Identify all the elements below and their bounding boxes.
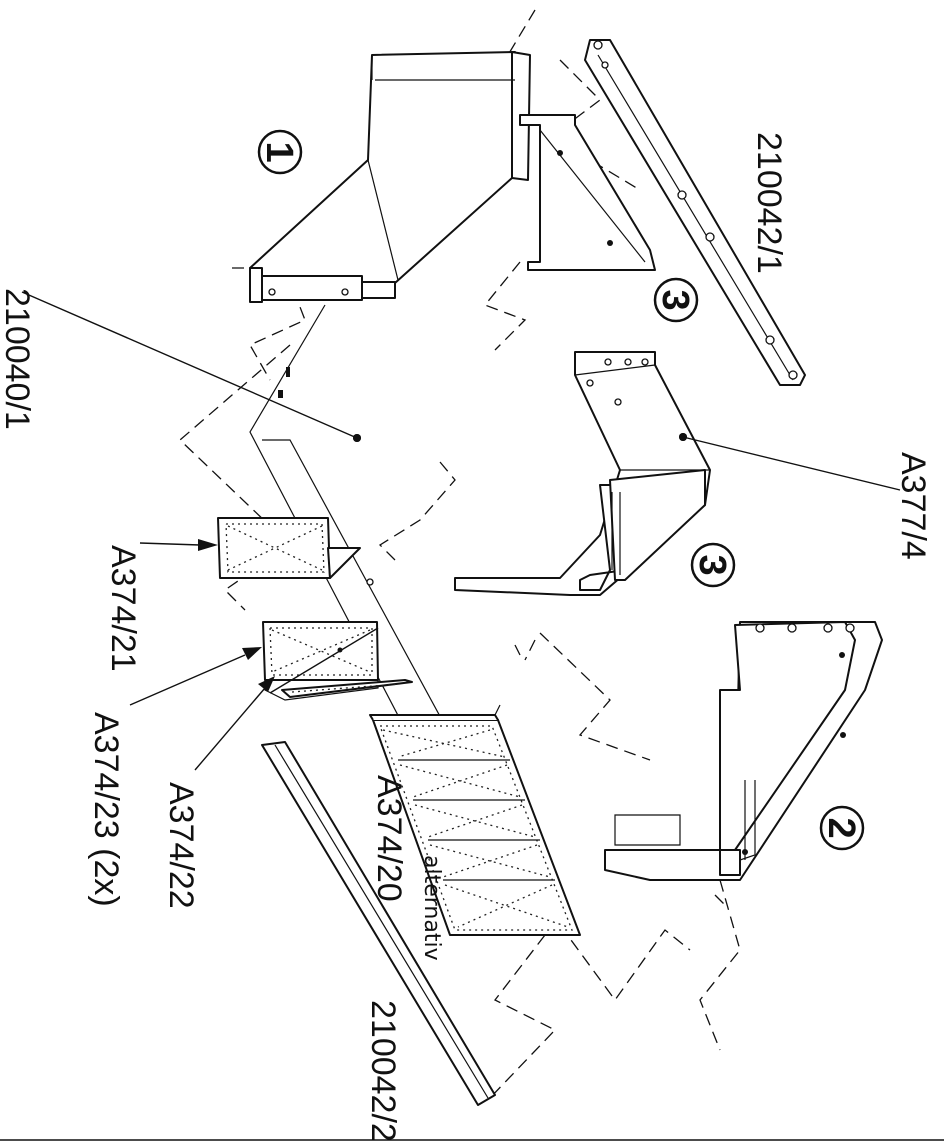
label-side-frame: A377/4	[894, 452, 932, 560]
frame-2-lower	[604, 621, 883, 881]
callout-2: 2	[819, 805, 865, 851]
leader-lines	[21, 291, 901, 771]
svg-text:1: 1	[258, 141, 300, 162]
top-rail	[584, 39, 806, 386]
bracket-3-upper	[519, 114, 656, 271]
label-card-20: A374/20	[370, 775, 408, 902]
callout-1: 1	[257, 129, 303, 175]
card-a374-20	[369, 704, 581, 936]
bottom-rail	[261, 741, 496, 1106]
label-base-plate: 210040/1	[0, 288, 36, 430]
label-card-21: A374/21	[104, 545, 142, 672]
svg-text:3: 3	[654, 289, 696, 310]
callout-3-upper: 3	[653, 277, 699, 323]
label-card-22: A374/22	[162, 782, 200, 909]
label-card-23: A374/23 (2x)	[87, 712, 125, 907]
frame-3-middle	[454, 351, 711, 596]
label-bottom-rail: 210042/2	[364, 1000, 402, 1142]
label-top-rail: 210042/1	[750, 132, 788, 274]
callout-3-middle: 3	[690, 542, 736, 588]
svg-text:2: 2	[820, 817, 862, 838]
svg-text:3: 3	[691, 554, 733, 575]
card-a374-22	[281, 679, 413, 698]
label-alternativ: alternativ	[419, 855, 444, 961]
card-a374-21	[217, 517, 361, 579]
side-plate-1	[249, 51, 531, 303]
